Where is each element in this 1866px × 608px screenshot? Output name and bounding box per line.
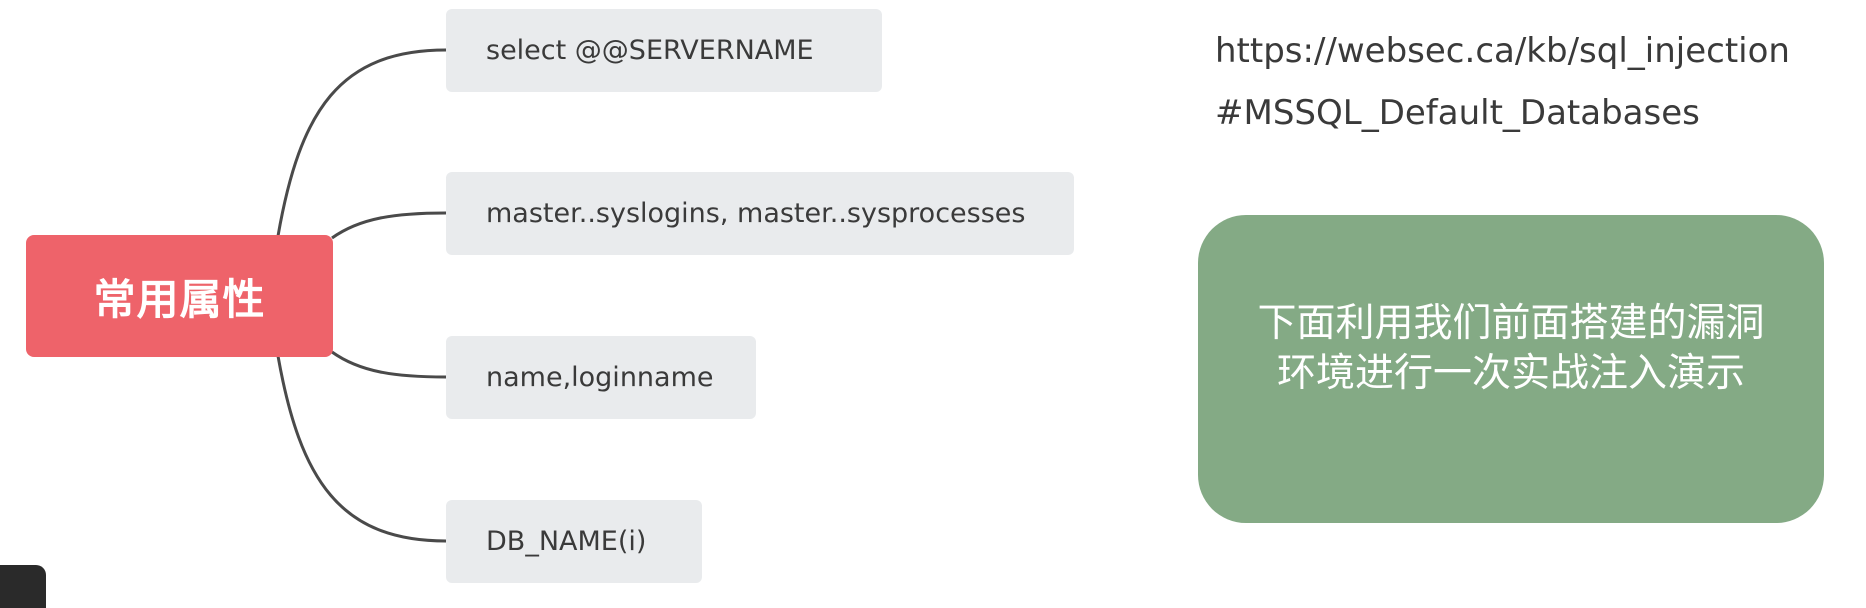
connector-line-3 — [331, 350, 447, 379]
root-node-label: 常用属性 — [93, 274, 266, 324]
branch-node-label: master..syslogins, master..sysprocesses — [486, 198, 1026, 229]
reference-url: https://websec.ca/kb/sql_injection #MSSQ… — [1215, 20, 1790, 144]
branch-node-label: name,loginname — [486, 362, 714, 393]
reference-url-line-1: https://websec.ca/kb/sql_injection — [1215, 31, 1790, 71]
note-line-1: 下面利用我们前面搭建的漏洞 — [1257, 301, 1765, 346]
demo-note-box: 下面利用我们前面搭建的漏洞 环境进行一次实战注入演示 — [1198, 215, 1824, 523]
branch-node-system-tables[interactable]: master..syslogins, master..sysprocesses — [446, 172, 1074, 255]
mindmap-root-node[interactable]: 常用属性 — [26, 235, 333, 357]
note-line-2: 环境进行一次实战注入演示 — [1276, 351, 1745, 396]
branch-node-label: DB_NAME(i) — [486, 526, 647, 557]
branch-node-columns[interactable]: name,loginname — [446, 336, 756, 419]
reference-url-line-2: #MSSQL_Default_Databases — [1215, 93, 1700, 133]
corner-overlay-block — [0, 565, 46, 608]
connector-line-2 — [331, 211, 447, 240]
branch-node-db-name[interactable]: DB_NAME(i) — [446, 500, 702, 583]
connector-line-4 — [276, 355, 447, 543]
branch-node-label: select @@SERVERNAME — [486, 35, 814, 66]
branch-node-servername[interactable]: select @@SERVERNAME — [446, 9, 882, 92]
connector-line-1 — [276, 48, 447, 237]
